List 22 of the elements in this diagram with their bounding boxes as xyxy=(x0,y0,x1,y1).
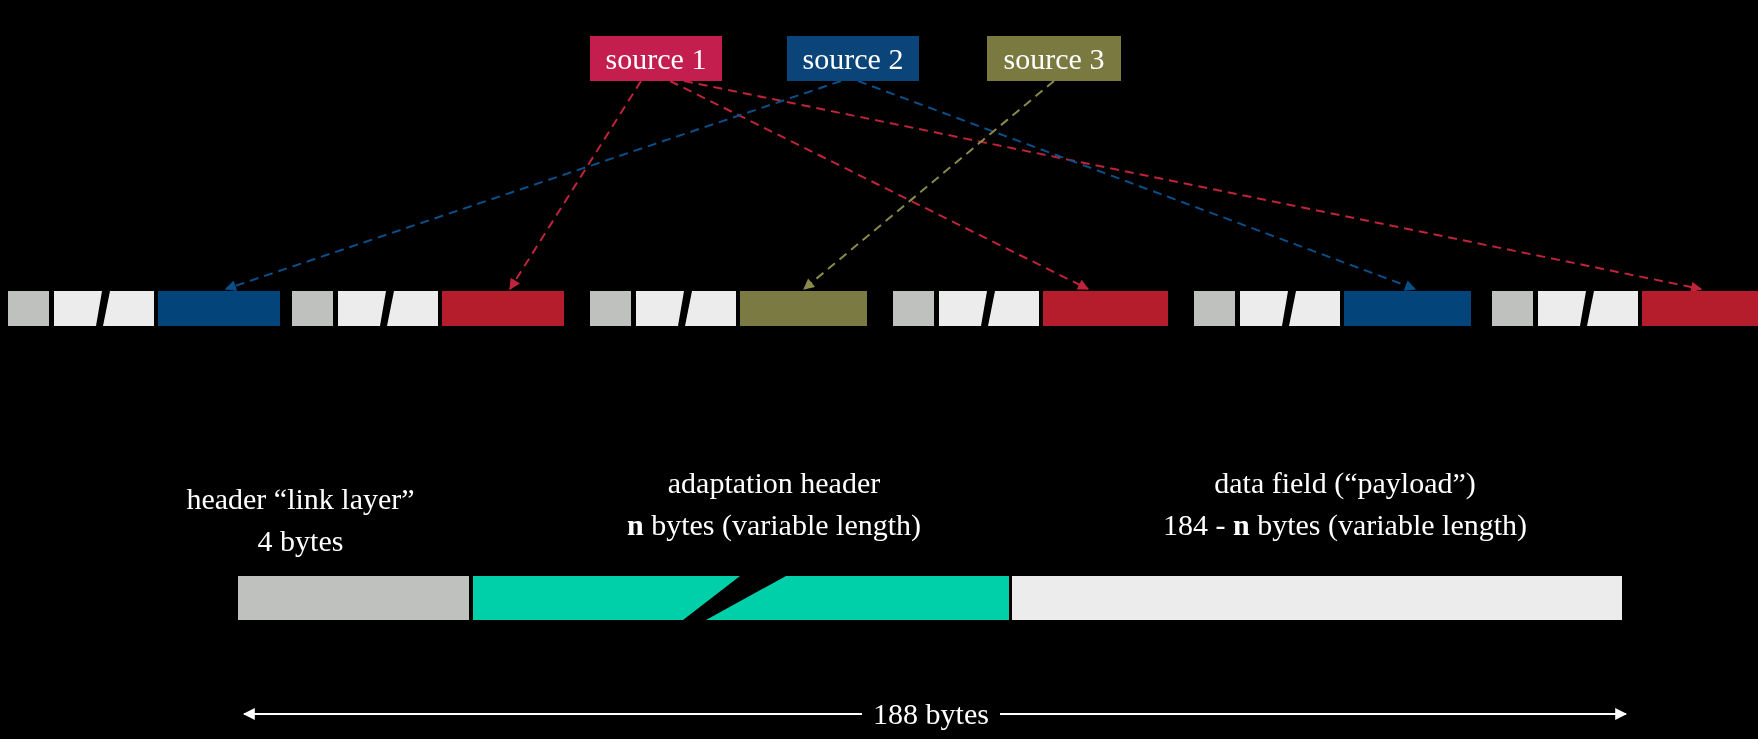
field-title: header “link layer” xyxy=(186,481,415,517)
payload-segment xyxy=(740,291,867,326)
payload-segment xyxy=(442,291,564,326)
dashed-arrow xyxy=(669,80,1089,290)
payload-segment xyxy=(1043,291,1168,326)
dashed-arrow xyxy=(224,80,842,292)
field-title: data field (“payload”) xyxy=(1214,465,1476,501)
field-size: n bytes (variable length) xyxy=(626,507,922,543)
dashed-arrow xyxy=(857,80,1417,291)
dimension-label: 188 bytes xyxy=(873,699,989,729)
field-size: 184 - n bytes (variable length) xyxy=(1162,507,1528,543)
dashed-arrow xyxy=(803,80,1055,290)
dashed-arrow xyxy=(509,80,642,290)
source-box: source 2 xyxy=(787,36,919,81)
field-size: 4 bytes xyxy=(257,523,344,559)
field-title: adaptation header xyxy=(667,465,881,501)
source-box: source 3 xyxy=(987,36,1121,81)
dashed-arrow xyxy=(683,80,1703,293)
payload-segment xyxy=(1642,291,1758,326)
payload-segment xyxy=(158,291,280,326)
payload-segment xyxy=(1344,291,1471,326)
source-box: source 1 xyxy=(590,36,722,81)
